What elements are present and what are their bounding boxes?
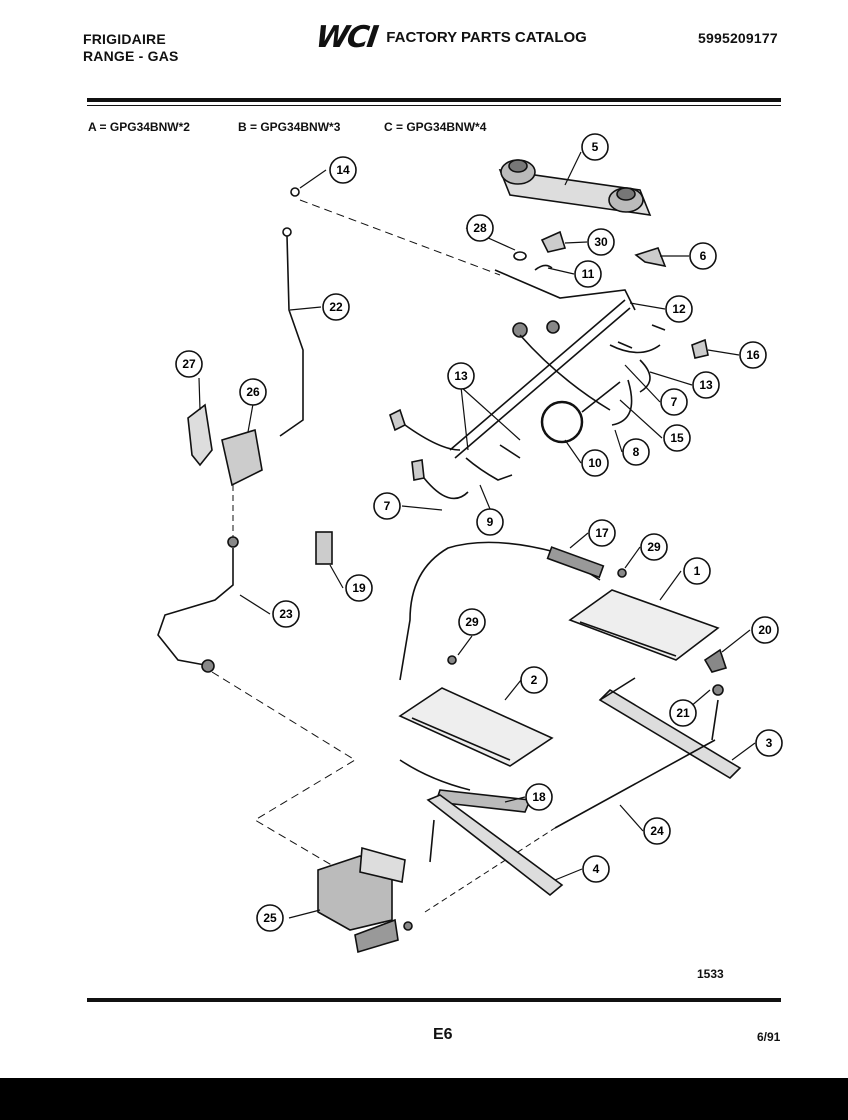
header-rule-thin [87,105,781,106]
callout-label: 8 [633,445,640,459]
callout-label: 9 [487,515,494,529]
callout-28: 28 [466,214,494,242]
callout-label: 17 [595,526,609,540]
callout-label: 14 [336,163,350,177]
callout-7: 7 [660,388,688,416]
callout-18: 18 [525,783,553,811]
callout-20: 20 [751,616,779,644]
catalog-title: FACTORY PARTS CATALOG [386,29,587,46]
callout-11: 11 [574,260,602,288]
callout-label: 5 [592,140,599,154]
callout-label: 7 [671,395,678,409]
callout-group: 5 14 28 30 6 11 12 22 27 26 16 13 13 7 15 8 10 7 9 17 29 1 19 2… [175,133,783,932]
callout-label: 1 [694,564,701,578]
callout-19: 19 [345,574,373,602]
model-a: A = GPG34BNW*2 [88,120,190,134]
callout-label: 29 [465,615,479,629]
callout-2: 2 [520,666,548,694]
callout-3: 3 [755,729,783,757]
callout-label: 19 [352,581,366,595]
callout-15: 15 [663,424,691,452]
callout-label: 30 [594,235,608,249]
callout-label: 27 [182,357,196,371]
scan-edge [0,1078,848,1120]
exploded-parts-diagram: 5 14 28 30 6 11 12 22 27 26 16 13 13 7 15 8 10 7 9 17 29 1 19 2… [157,133,783,954]
callout-10: 10 [581,449,609,477]
brand-block: FRIGIDAIRE RANGE - GAS [83,31,179,65]
callout-7: 7 [373,492,401,520]
callout-label: 11 [582,267,595,281]
revision-date: 6/91 [757,1030,781,1044]
footer-rule [87,998,781,1002]
product-type: RANGE - GAS [83,48,179,64]
callout-label: 15 [670,431,684,445]
callout-label: 24 [650,824,664,838]
callout-30: 30 [587,228,615,256]
callout-13: 13 [447,362,475,390]
callout-6: 6 [689,242,717,270]
callout-label: 29 [647,540,661,554]
callout-label: 26 [246,385,260,399]
callout-label: 4 [593,862,600,876]
callout-8: 8 [622,438,650,466]
callout-label: 21 [676,706,690,720]
callout-9: 9 [476,508,504,536]
callout-13: 13 [692,371,720,399]
catalog-header: WCI FACTORY PARTS CATALOG [314,20,587,55]
callout-23: 23 [272,600,300,628]
callout-label: 22 [329,300,343,314]
callout-label: 2 [531,673,538,687]
catalog-number: 5995209177 [698,30,778,46]
model-b: B = GPG34BNW*3 [238,120,341,134]
drawing-number: 1533 [697,967,724,981]
callout-29: 29 [640,533,668,561]
callout-26: 26 [239,378,267,406]
callout-label: 13 [454,369,468,383]
callout-5: 5 [581,133,609,161]
page-code: E6 [433,1026,453,1043]
callout-12: 12 [665,295,693,323]
callout-22: 22 [322,293,350,321]
callout-label: 28 [473,221,487,235]
callout-4: 4 [582,855,610,883]
callout-label: 6 [700,249,707,263]
callout-25: 25 [256,904,284,932]
callout-label: 20 [758,623,772,637]
brand-name: FRIGIDAIRE [83,31,166,47]
callout-label: 10 [588,456,602,470]
model-c: C = GPG34BNW*4 [384,120,487,134]
callout-14: 14 [329,156,357,184]
callout-29: 29 [458,608,486,636]
callout-label: 25 [263,911,277,925]
callout-label: 13 [699,378,713,392]
callout-label: 18 [532,790,546,804]
callout-24: 24 [643,817,671,845]
callout-label: 7 [384,499,391,513]
callout-21: 21 [669,699,697,727]
callout-16: 16 [739,341,767,369]
callout-17: 17 [588,519,616,547]
header-rule [87,98,781,102]
callout-label: 12 [672,302,686,316]
callout-27: 27 [175,350,203,378]
callout-label: 3 [766,736,773,750]
callout-label: 16 [746,348,760,362]
callout-label: 23 [279,607,293,621]
callout-1: 1 [683,557,711,585]
